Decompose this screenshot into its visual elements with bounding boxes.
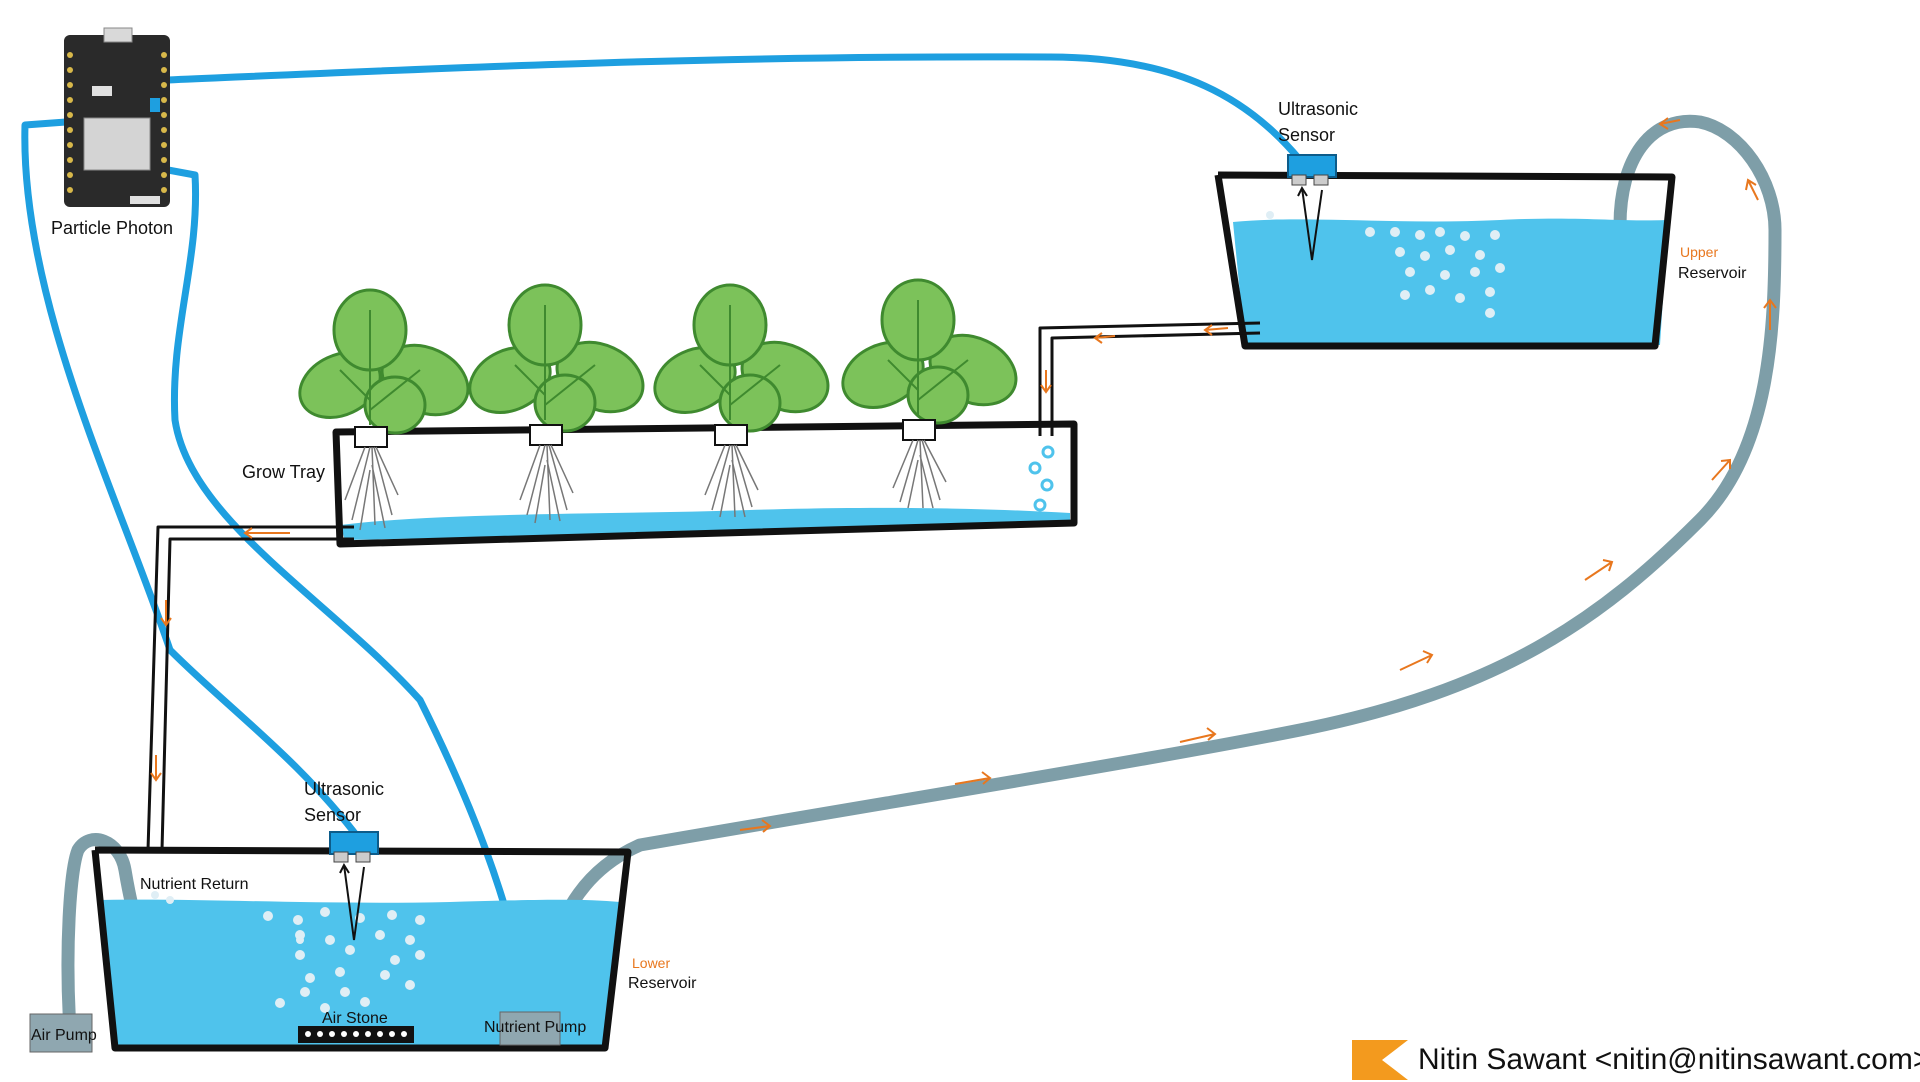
pipes <box>146 321 1261 851</box>
plant-1-icon <box>298 288 470 531</box>
author-logo-icon <box>1352 1040 1408 1080</box>
lower-reservoir-label-line2: Reservoir <box>628 975 697 992</box>
air-pump-label: Air Pump <box>31 1027 97 1044</box>
grow-tray-body <box>332 420 1078 548</box>
nutrient-return-label: Nutrient Return <box>140 876 249 893</box>
lower-sensor-label-line2: Sensor <box>304 805 361 825</box>
upper-to-tray-pipe <box>1038 321 1261 436</box>
grow-tray-bubbles <box>1028 445 1055 512</box>
author-credit: Nitin Sawant <nitin@nitinsawant.com> <box>1352 1038 1920 1082</box>
pipe-flow-arrows <box>150 324 1229 782</box>
plant-4-icon <box>841 278 1018 509</box>
nutrient-supply-tube <box>538 114 1782 1017</box>
wire-to-upper-sensor <box>164 53 1304 164</box>
particle-photon-label: Particle Photon <box>51 218 173 238</box>
lower-sensor-label-line1: Ultrasonic <box>304 779 384 799</box>
lower-sensor-icon <box>329 831 379 941</box>
nutrient-pump-icon <box>499 1011 561 1046</box>
upper-reservoir <box>1214 171 1676 350</box>
plants <box>298 278 1018 531</box>
particle-photon-board-icon <box>64 27 170 207</box>
author-credit-text: Nitin Sawant <nitin@nitinsawant.com> <box>1418 1043 1920 1076</box>
upper-sensor-label-line1: Ultrasonic <box>1278 99 1358 119</box>
air-stone-icon <box>298 1026 414 1043</box>
grow-tray-water <box>340 507 1070 540</box>
upper-reservoir-water <box>1233 218 1668 345</box>
upper-sensor-label-line2: Sensor <box>1278 125 1335 145</box>
lower-reservoir-label-line1: Lower <box>632 955 670 971</box>
wire-to-lower-sensor <box>21 118 364 844</box>
grow-tray <box>332 420 1078 548</box>
plant-2-icon <box>468 283 645 524</box>
grow-tray-label: Grow Tray <box>242 462 325 482</box>
air-pump-icon <box>29 1013 93 1053</box>
lower-reservoir-bubbles <box>151 891 425 1013</box>
tray-to-lower-pipe <box>146 525 354 851</box>
upper-reservoir-label-line2: Reservoir <box>1678 265 1747 282</box>
upper-sensor-icon <box>1287 154 1337 261</box>
plant-3-icon <box>653 283 830 518</box>
lower-reservoir <box>91 846 632 1052</box>
lower-reservoir-tank <box>91 846 632 1052</box>
nutrient-pump-label: Nutrient Pump <box>484 1019 586 1036</box>
upper-reservoir-tank <box>1214 171 1676 350</box>
lower-reservoir-water <box>100 899 620 1045</box>
air-stone-label: Air Stone <box>322 1010 388 1027</box>
upper-reservoir-bubbles <box>1266 211 1505 318</box>
upper-reservoir-label-line1: Upper <box>1680 244 1718 260</box>
